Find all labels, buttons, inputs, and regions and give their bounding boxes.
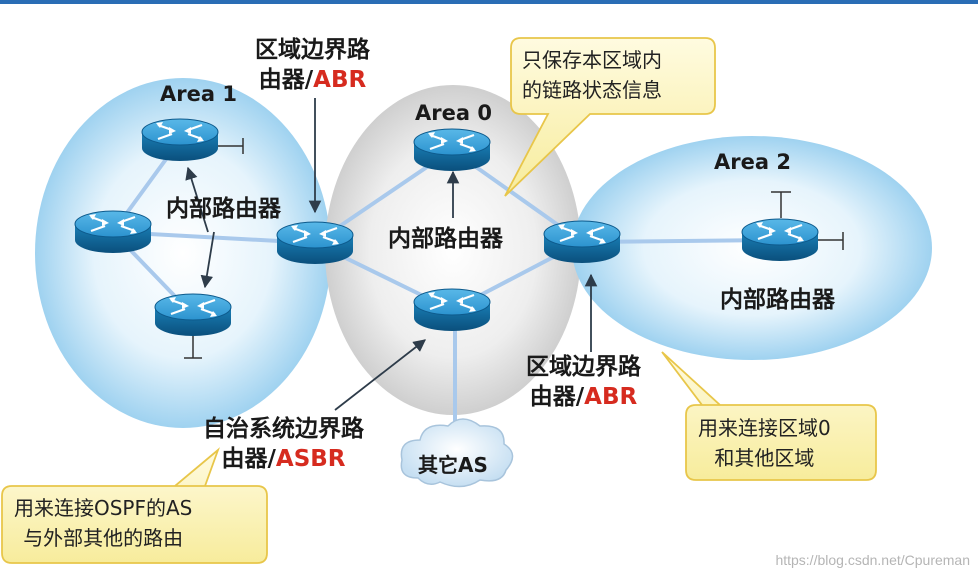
callout-top-line2: 的链路状态信息: [522, 78, 662, 102]
asbr-line1: 自治系统边界路: [203, 416, 364, 442]
abr-bottom-line2: 由器/ABR: [529, 384, 638, 410]
area1-label: Area 1: [160, 82, 237, 106]
router-asbr: [413, 288, 491, 331]
callout-right-line1: 用来连接区域0: [698, 416, 831, 440]
abr-top-suffix: ABR: [313, 67, 367, 93]
callout-top-text: 只保存本区域内 的链路状态信息: [522, 45, 662, 105]
callout-top: [504, 37, 716, 197]
callout-right-text: 用来连接区域0 和其他区域: [698, 413, 831, 473]
area0-region: [325, 85, 581, 415]
arrow-internal-area1-down: [200, 231, 215, 289]
area1-region: [35, 78, 331, 428]
routers: [74, 118, 819, 336]
arrow-internal-area1-up: [185, 166, 209, 233]
abr-top-line2: 由器/ABR: [258, 67, 367, 93]
arrows: [185, 98, 598, 411]
internal-router-area2-label: 内部路由器: [720, 287, 835, 313]
router-area2: [741, 218, 819, 261]
callout-left-line1: 用来连接OSPF的AS: [14, 496, 193, 520]
callout-top-line1: 只保存本区域内: [522, 48, 662, 72]
arrow-asbr: [334, 339, 426, 411]
other-as-label: 其它AS: [418, 453, 488, 477]
asbr-suffix: ASBR: [275, 446, 346, 472]
abr-top-label: 区域边界路 由器/ABR: [255, 35, 370, 95]
router-abr-area2: [543, 220, 621, 263]
area2-label: Area 2: [714, 150, 791, 174]
callout-right: [661, 351, 877, 481]
internal-router-area0-label: 内部路由器: [388, 226, 503, 252]
asbr-line2: 由器/ASBR: [221, 446, 346, 472]
router-area1-bottom: [154, 293, 232, 336]
callout-left: [1, 447, 268, 564]
internal-router-area1-label: 内部路由器: [166, 196, 281, 222]
abr-bottom-label: 区域边界路 由器/ABR: [526, 352, 641, 412]
abr-bottom-suffix: ABR: [584, 384, 638, 410]
asbr-label: 自治系统边界路 由器/ASBR: [203, 414, 364, 474]
router-area0-top: [413, 128, 491, 171]
other-as-cloud: [400, 418, 514, 488]
abr-bottom-line1: 区域边界路: [526, 354, 641, 380]
watermark: https://blog.csdn.net/Cpureman: [775, 552, 970, 568]
top-bar: [0, 0, 978, 4]
callout-right-line2: 和其他区域: [714, 446, 815, 470]
abr-top-line1: 区域边界路: [255, 37, 370, 63]
router-area1-left: [74, 210, 152, 253]
callout-left-text: 用来连接OSPF的AS 与外部其他的路由: [14, 493, 192, 553]
router-abr-area1: [276, 221, 354, 264]
callout-left-line2: 与外部其他的路由: [23, 526, 184, 550]
router-area1-top: [141, 118, 219, 161]
area0-label: Area 0: [415, 101, 492, 125]
